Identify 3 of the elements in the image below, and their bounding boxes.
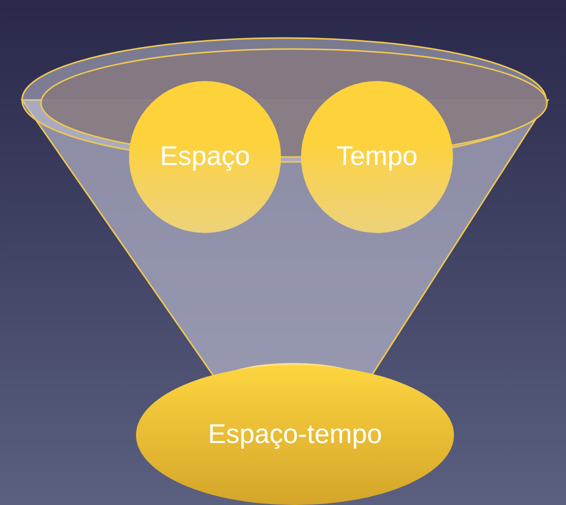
node-label: Espaço-tempo xyxy=(208,418,382,452)
node-label: Tempo xyxy=(336,140,418,174)
node-label: Espaço xyxy=(160,140,250,174)
